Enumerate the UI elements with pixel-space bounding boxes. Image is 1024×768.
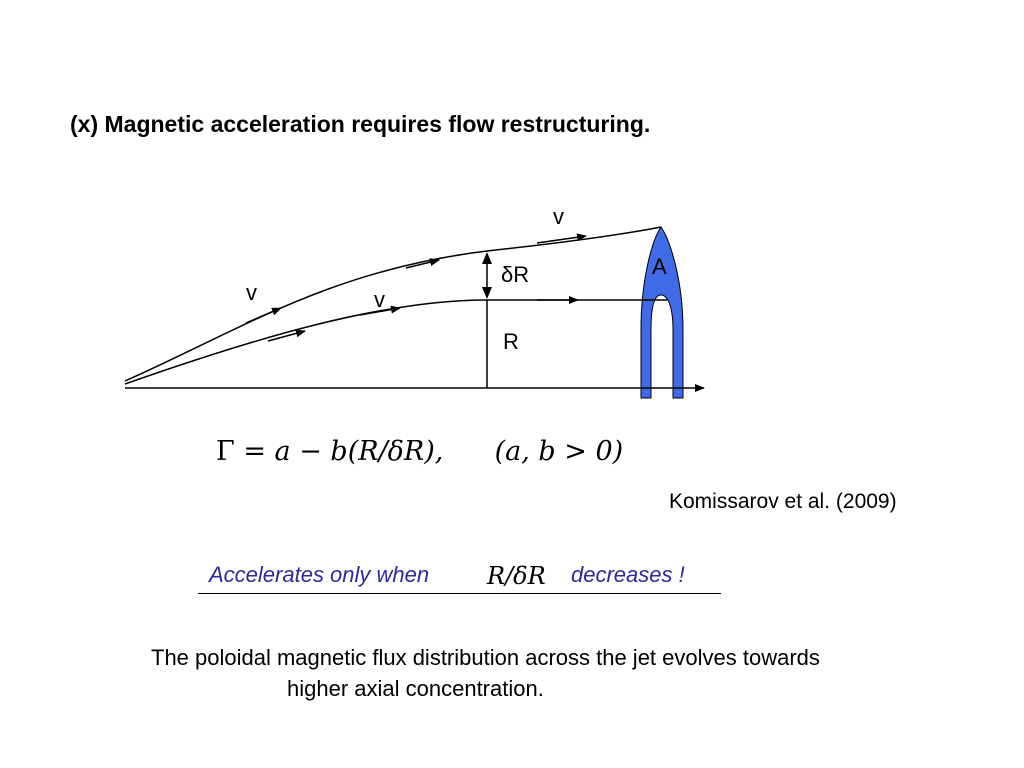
velocity-arrow <box>536 233 587 244</box>
velocity-arrow <box>405 258 440 269</box>
outer-streamline <box>124 226 662 382</box>
conclusion-line-2: higher axial concentration. <box>287 676 544 701</box>
velocity-arrow <box>359 305 401 316</box>
delta-r-arrowhead-top <box>482 252 492 264</box>
accel-suffix: decreases ! <box>571 562 685 587</box>
label-v-mid: v <box>374 287 385 312</box>
label-r: R <box>503 329 519 354</box>
delta-r-arrowhead-bottom <box>482 287 492 299</box>
region-a-shape <box>640 226 684 399</box>
eq-equals: = <box>243 436 266 467</box>
accel-prefix: Accelerates only when <box>209 562 430 587</box>
citation: Komissarov et al. (2009) <box>669 490 897 513</box>
eq-gamma: Γ <box>216 436 235 467</box>
conclusion-line-1: The poloidal magnetic flux distribution … <box>151 645 820 670</box>
eq-rhs: a − b(R/δR), <box>274 436 444 467</box>
accel-math: R/δR <box>487 562 546 590</box>
acceleration-note: Accelerates only when R/δR decreases ! <box>198 562 721 594</box>
label-v-left: v <box>246 280 257 305</box>
inner-streamline <box>124 299 667 385</box>
velocity-arrow <box>245 307 282 324</box>
eq-condition: (a, b > 0) <box>494 436 624 467</box>
label-delta-r: δR <box>501 262 530 287</box>
slide-title: (x) Magnetic acceleration requires flow … <box>70 111 651 137</box>
label-v-top: v <box>553 204 564 229</box>
velocity-arrow <box>267 329 306 342</box>
label-a: A <box>652 254 667 279</box>
gamma-equation: Γ = a − b(R/δR), (a, b > 0) <box>216 436 623 467</box>
